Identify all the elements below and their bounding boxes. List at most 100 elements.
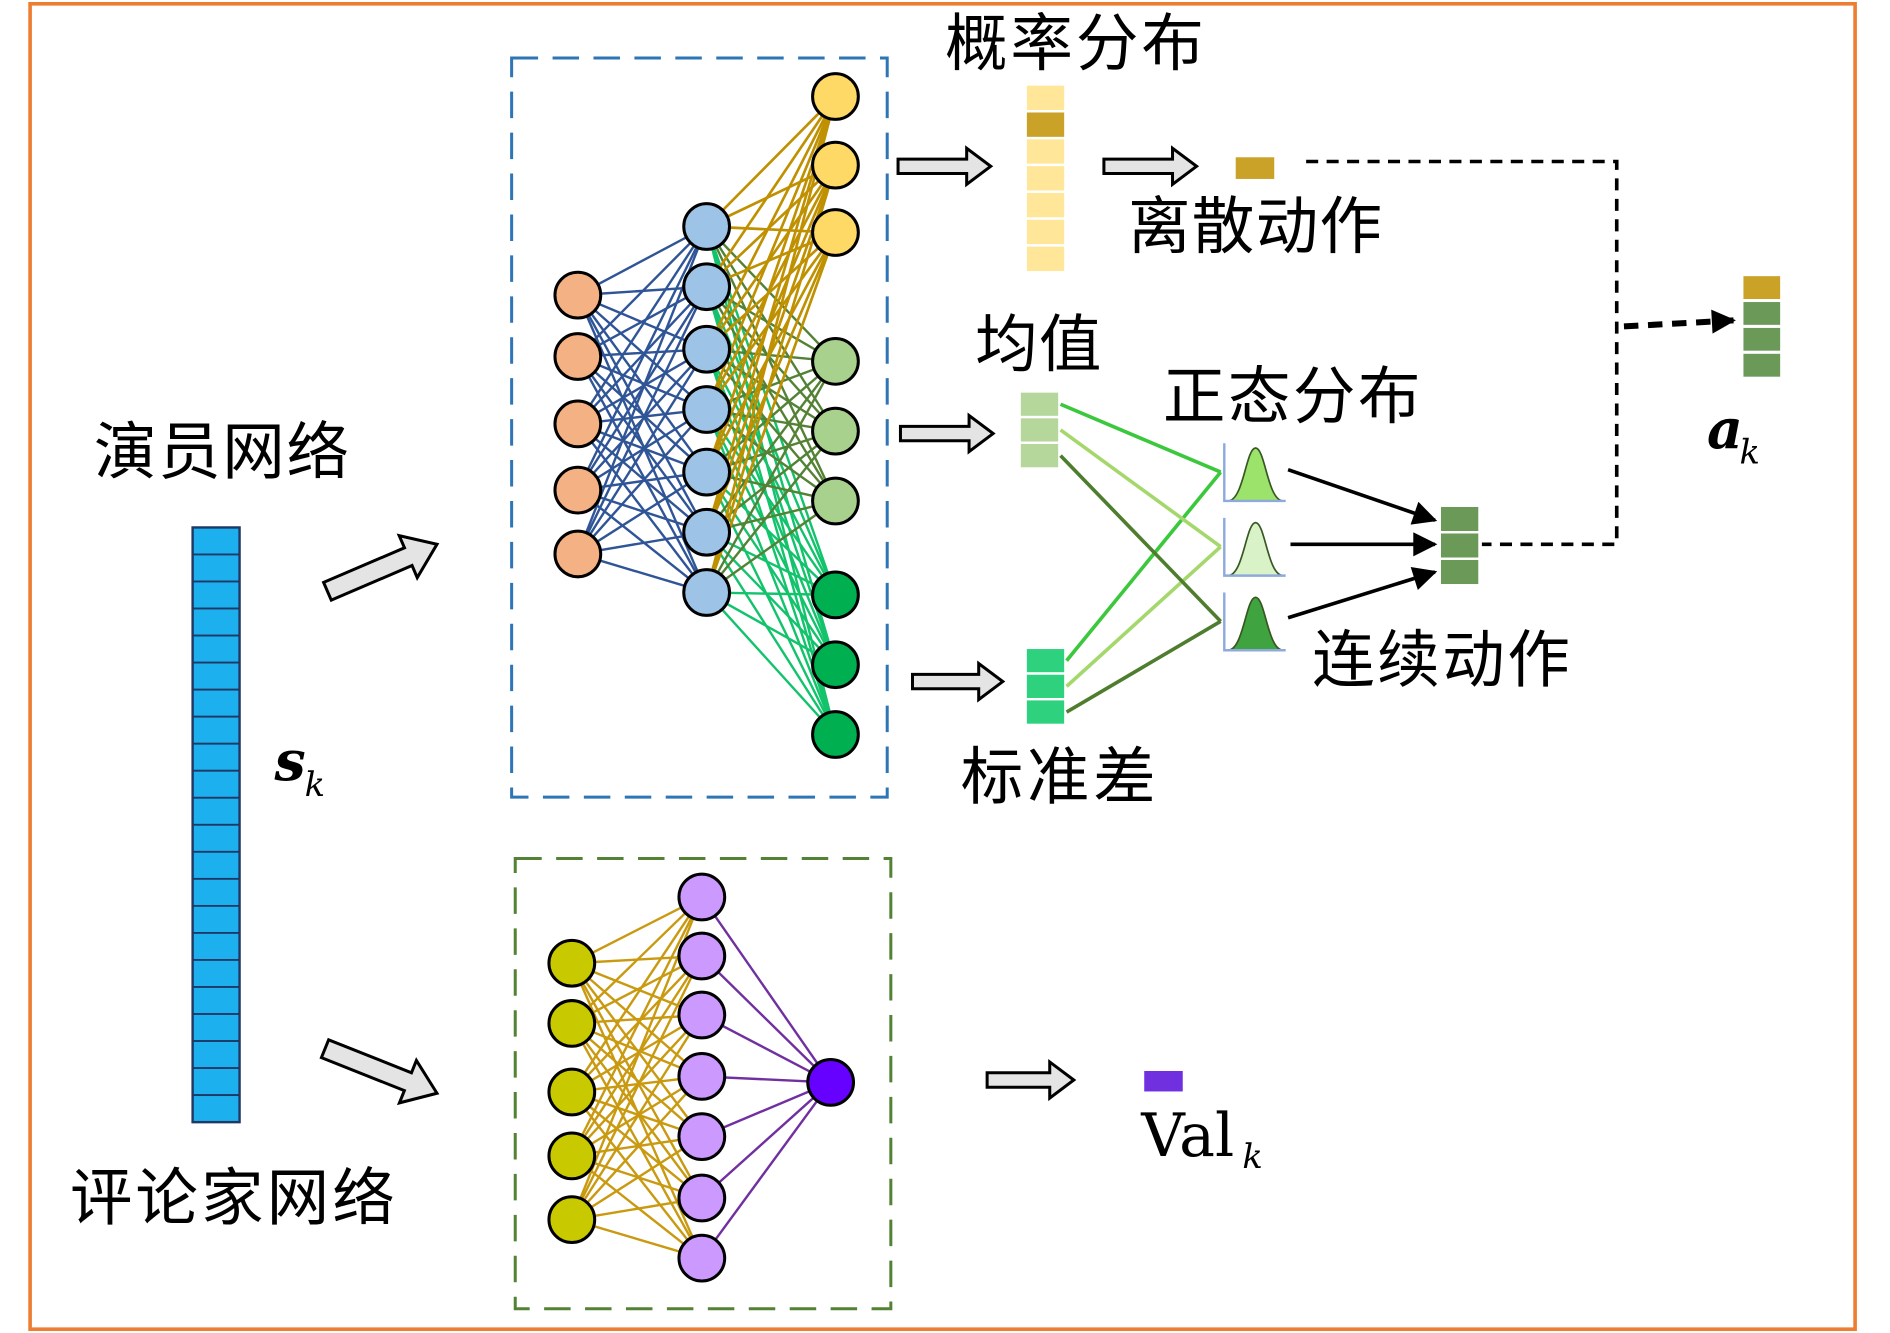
state-subscript: k xyxy=(305,765,325,804)
actor-output-discrete-node xyxy=(811,72,860,121)
edge-actor-input-hidden xyxy=(576,355,708,594)
state-symbol: s xyxy=(273,729,305,794)
std-vector-cell xyxy=(1024,646,1067,675)
edge-actor-hidden-discrete xyxy=(705,96,837,593)
arrow-actor-to-mean xyxy=(898,412,996,455)
probability-vector-cell xyxy=(1024,83,1067,113)
edge-actor-hidden-discrete xyxy=(705,95,837,228)
edge-critic-input-hidden xyxy=(571,1013,703,1094)
std-vector-cell xyxy=(1024,672,1067,701)
edge-actor-hidden-std xyxy=(705,408,837,666)
edge-actor-hidden-mean xyxy=(705,360,837,594)
state-vector-cell xyxy=(191,742,241,772)
state-vector-cell xyxy=(191,1067,241,1097)
state-vector-cell xyxy=(191,877,241,907)
discrete-action-vector xyxy=(1234,156,1276,181)
edge-actor-hidden-mean xyxy=(705,499,837,594)
edge-actor-hidden-std xyxy=(705,408,837,596)
actor-hidden-node xyxy=(682,262,732,312)
std-vector xyxy=(1024,646,1067,727)
edge-actor-hidden-mean xyxy=(705,360,837,533)
bell-curve-icon xyxy=(1227,596,1284,652)
edge-actor-input-hidden xyxy=(576,423,708,594)
edge-critic-input-hidden xyxy=(570,1014,703,1221)
actor-input-node xyxy=(553,270,603,320)
actor-output-std-node xyxy=(811,710,860,759)
bell-curve-icon xyxy=(1227,521,1284,577)
edge-actor-input-hidden xyxy=(576,225,708,491)
actor-input-node xyxy=(553,529,603,579)
edge-actor-input-hidden xyxy=(576,348,708,555)
mean-vector-cell xyxy=(1018,415,1061,444)
final-action-vector-cell xyxy=(1740,273,1784,303)
probability-vector-cell xyxy=(1024,190,1067,220)
critic-hidden-node xyxy=(677,1233,727,1283)
normal-distribution-icon xyxy=(1221,440,1287,504)
edge-actor-input-hidden xyxy=(576,285,708,425)
plot-axes-icon xyxy=(1223,443,1286,503)
final-action-vector-cell xyxy=(1740,350,1784,380)
critic-input-node xyxy=(547,938,597,988)
edge-actor-hidden-mean xyxy=(705,286,837,502)
edge-actor-input-hidden xyxy=(576,286,708,555)
edge-critic-input-hidden xyxy=(571,954,703,1025)
block-arrows xyxy=(319,145,1200,1106)
mean-to-distribution-line xyxy=(1059,402,1222,474)
edge-actor-input-hidden xyxy=(576,225,708,358)
edge-actor-hidden-discrete xyxy=(705,164,837,351)
mean-label: 均值 xyxy=(975,308,1101,381)
edge-critic-input-hidden xyxy=(570,896,703,1093)
mean-to-distribution-line xyxy=(1059,454,1222,623)
std-vector-cell xyxy=(1024,698,1067,727)
critic-input-node xyxy=(547,1067,597,1117)
edge-actor-hidden-std xyxy=(705,471,837,596)
std-label: 标准差 xyxy=(961,740,1156,813)
actor-output-mean-node xyxy=(811,406,860,456)
state-vector-cell xyxy=(191,1094,241,1124)
normal-distribution-group xyxy=(1059,402,1287,714)
bell-curve-icon xyxy=(1227,447,1284,502)
edge-critic-input-hidden xyxy=(571,1022,703,1138)
critic-hidden-node xyxy=(677,990,727,1040)
state-vector-cell xyxy=(191,580,241,610)
plot-axes-icon xyxy=(1223,592,1286,652)
figure-border xyxy=(28,1,1857,1332)
arrow-actor-to-probability xyxy=(896,145,994,188)
continuous-action-vector-cell xyxy=(1438,531,1481,560)
edge-critic-input-hidden xyxy=(570,1091,703,1259)
probability-vector-cell xyxy=(1024,217,1067,247)
vectors xyxy=(191,83,1784,1124)
edge-actor-hidden-mean xyxy=(705,225,837,363)
actor-output-discrete-node xyxy=(811,208,860,257)
critic-input-node xyxy=(547,1131,597,1181)
dashed-arrow-to-action xyxy=(1623,309,1736,334)
edge-critic-input-hidden xyxy=(571,1154,703,1260)
value-symbol: Val xyxy=(1140,1101,1234,1171)
actor-hidden-node xyxy=(682,202,732,251)
edge-actor-hidden-mean xyxy=(705,348,837,502)
discrete-action-vector-cell xyxy=(1234,156,1276,181)
edge-actor-input-hidden xyxy=(577,355,708,473)
critic-hidden-node xyxy=(677,872,727,922)
dashed-action-merge-line xyxy=(1306,159,1619,547)
value-subscript: k xyxy=(1242,1137,1262,1176)
edge-actor-hidden-mean xyxy=(705,360,837,473)
edge-actor-hidden-mean xyxy=(705,348,837,433)
action-symbol: a xyxy=(1707,397,1743,462)
arrow-probability-to-discrete xyxy=(1102,145,1200,188)
state-vector-cell xyxy=(191,769,241,799)
critic-hidden-node xyxy=(677,1112,727,1161)
normal-distribution-icon xyxy=(1221,515,1287,579)
actor-hidden-node xyxy=(682,507,732,557)
edge-actor-hidden-mean xyxy=(705,408,837,502)
state-vector-cell xyxy=(191,986,241,1015)
critic-network-label: 评论家网络 xyxy=(70,1162,395,1235)
edge-critic-hidden-output xyxy=(701,1081,832,1199)
edge-critic-hidden-output xyxy=(700,896,832,1084)
arrow-state-to-critic xyxy=(319,1037,440,1106)
edge-actor-hidden-std xyxy=(705,348,837,596)
critic-input-node xyxy=(547,999,597,1048)
state-vector-cell xyxy=(191,850,241,880)
edge-actor-input-hidden xyxy=(577,285,708,358)
